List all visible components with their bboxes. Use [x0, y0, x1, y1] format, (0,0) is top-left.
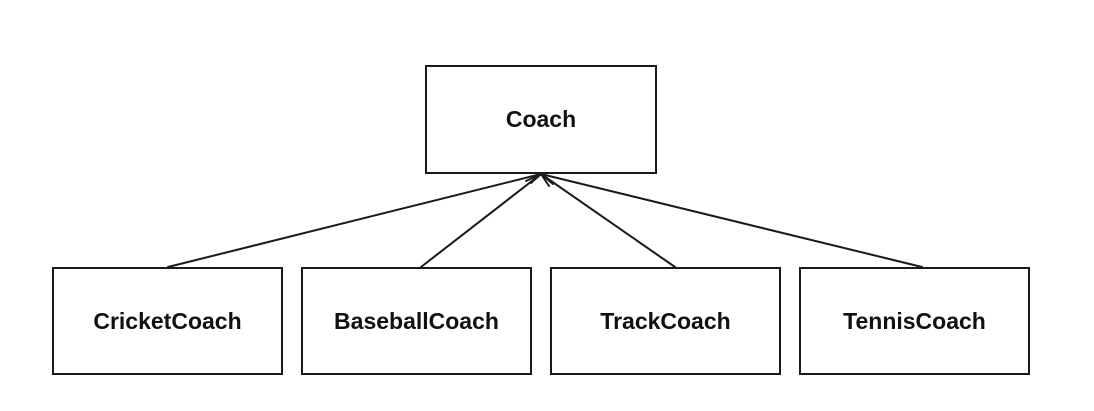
node-track-coach-label: TrackCoach	[600, 307, 731, 334]
arrowhead-icon	[525, 172, 554, 187]
node-cricket-coach: CricketCoach	[52, 267, 283, 375]
edge-tennis-to-coach	[540, 173, 923, 268]
node-coach-label: Coach	[505, 106, 577, 132]
node-baseball-coach-label: BaseballCoach	[334, 307, 499, 334]
node-cricket-coach-label: CricketCoach	[93, 307, 242, 334]
node-track-coach: TrackCoach	[550, 267, 781, 375]
edge-baseball-to-coach	[420, 173, 542, 268]
edge-cricket-to-coach	[167, 173, 542, 268]
node-tennis-coach: TennisCoach	[799, 267, 1030, 375]
node-baseball-coach: BaseballCoach	[301, 267, 532, 375]
node-coach: Coach	[425, 65, 657, 174]
edge-track-to-coach	[540, 173, 676, 268]
node-tennis-coach-label: TennisCoach	[843, 307, 986, 334]
